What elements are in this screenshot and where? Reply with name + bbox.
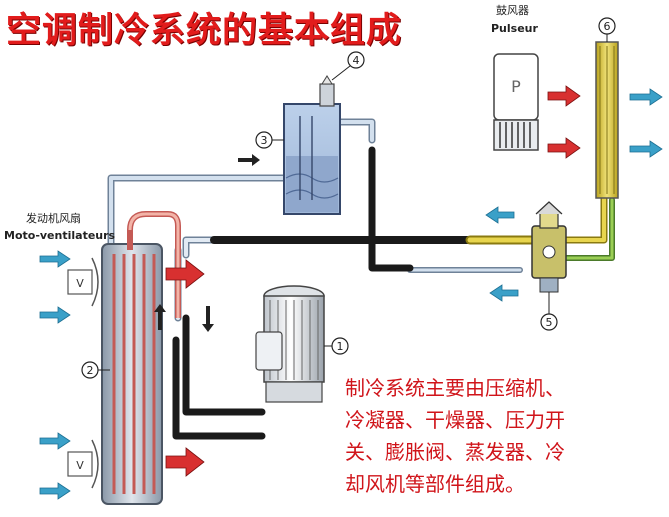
callout-3: 3	[255, 131, 284, 149]
pulseur-cn-label: 鼓风器	[496, 4, 529, 17]
cool-air-arrows	[39, 88, 663, 500]
description-line-3: 关、膨胀阀、蒸发器、冷	[345, 440, 565, 464]
callout-number-2: 2	[87, 364, 94, 377]
fan-top: V	[67, 257, 99, 307]
description-text: 制冷系统主要由压缩机、 冷凝器、干燥器、压力开 关、膨胀阀、蒸发器、冷 却风机等…	[345, 372, 665, 500]
compressor	[255, 285, 325, 403]
description-line-4: 却风机等部件组成。	[345, 472, 525, 496]
flow-direction-arrows	[154, 154, 260, 332]
moto-cn-label: 发动机风扇	[26, 212, 81, 225]
callout-number-5: 5	[546, 316, 553, 329]
expansion-valve	[531, 201, 567, 293]
pulseur-fr-label: Pulseur	[491, 22, 538, 35]
condenser	[101, 211, 181, 505]
moto-fr-label: Moto-ventilateurs	[4, 229, 116, 242]
diagram-title: 空调制冷系统的基本组成	[6, 11, 403, 51]
blower: P	[493, 53, 539, 151]
callout-number-4: 4	[353, 54, 360, 67]
fan-bottom: V	[67, 439, 99, 489]
description-line-1: 制冷系统主要由压缩机、	[345, 376, 565, 400]
callout-6: 6	[598, 17, 616, 42]
callout-number-3: 3	[261, 134, 268, 147]
callout-2: 2	[81, 361, 110, 379]
low-pressure-lines	[172, 146, 474, 440]
fan-letter-bottom: V	[76, 459, 84, 472]
hot-air-arrows	[165, 85, 581, 477]
callout-number-6: 6	[604, 20, 611, 33]
description-line-2: 冷凝器、干燥器、压力开	[345, 408, 565, 432]
callout-number-1: 1	[337, 340, 344, 353]
evaporator-lines	[465, 191, 615, 261]
callout-5: 5	[540, 292, 558, 331]
fan-letter-top: V	[76, 277, 84, 290]
svg-text:P: P	[511, 77, 521, 96]
callout-1: 1	[324, 337, 349, 355]
callout-4: 4	[331, 51, 365, 81]
evaporator	[595, 41, 619, 199]
dryer-reservoir	[283, 75, 341, 215]
